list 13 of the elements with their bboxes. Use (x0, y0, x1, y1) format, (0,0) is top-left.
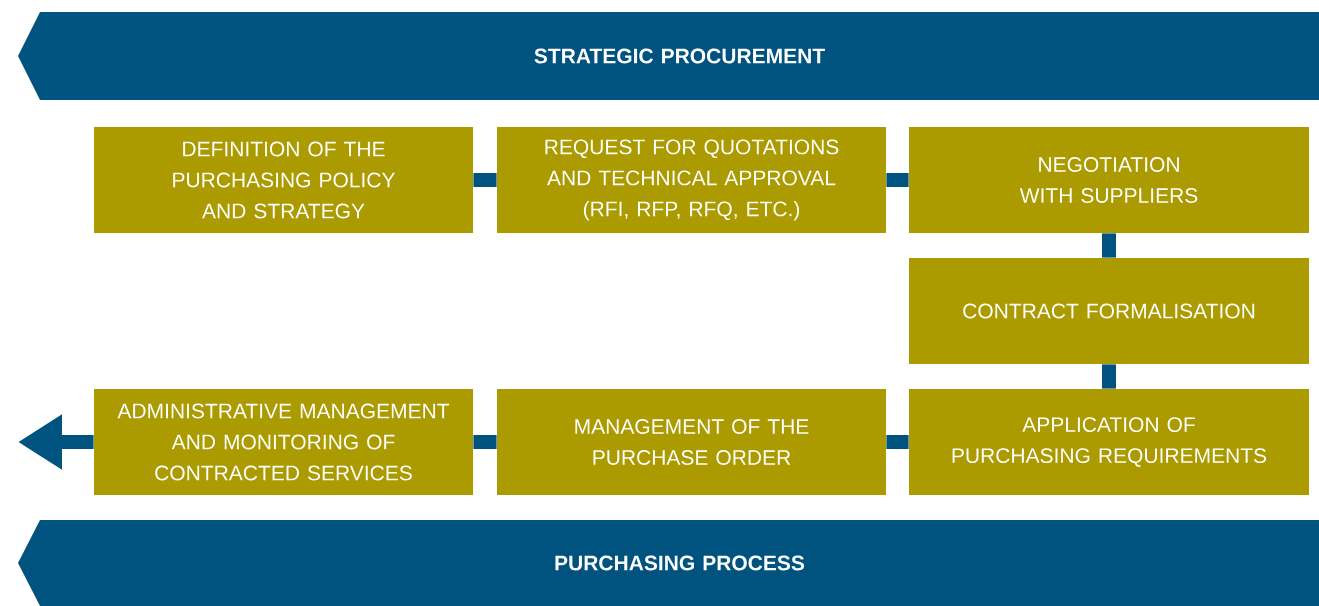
connector-line (886, 435, 909, 449)
process-box: NEGOTIATION WITH SUPPLIERS (909, 127, 1309, 233)
connector-line (886, 173, 909, 187)
process-box: APPLICATION OF PURCHASING REQUIREMENTS (909, 389, 1309, 495)
connector-line (1102, 364, 1116, 389)
connector-line (1102, 233, 1116, 258)
process-box: CONTRACT FORMALISATION (909, 258, 1309, 364)
connector-line (473, 173, 497, 187)
process-box: REQUEST FOR QUOTATIONS AND TECHNICAL APPROVAL (RFI, RFP, RFQ, ETC.) (497, 127, 886, 233)
process-box: MANAGEMENT OF THE PURCHASE ORDER (497, 389, 886, 495)
process-box: ADMINISTRATIVE MANAGEMENT AND MONITORING OF CONTRACTED SERVICES (94, 389, 473, 495)
connector-line (473, 435, 497, 449)
process-box: DEFINITION OF THE PURCHASING POLICY AND STRATEGY (94, 127, 473, 233)
